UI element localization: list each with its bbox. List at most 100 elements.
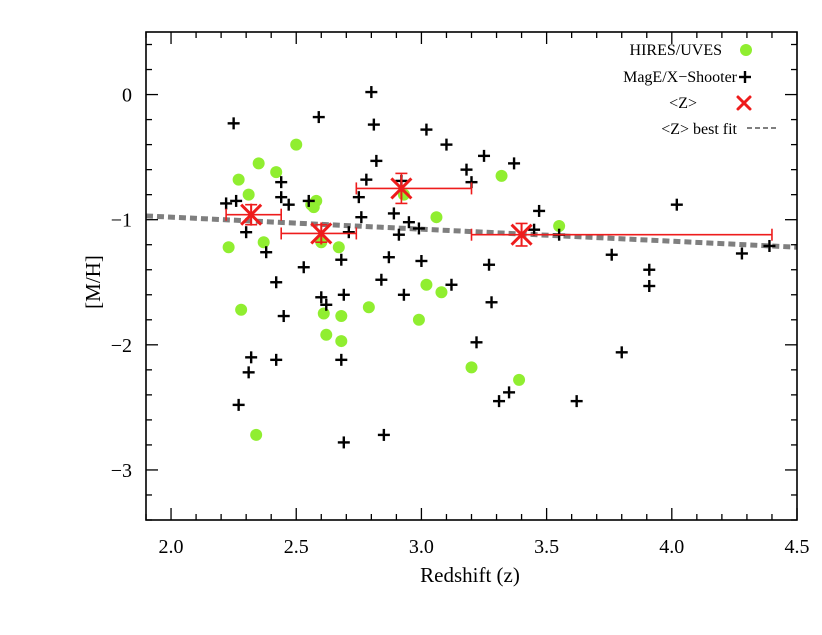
hires-point [465, 361, 478, 374]
mage-point [483, 258, 496, 271]
mage-point [375, 273, 388, 286]
mage-point [220, 197, 233, 210]
mage-point [570, 395, 583, 408]
legend-symbol-mage-xshooter [739, 71, 751, 83]
mage-point [260, 246, 273, 259]
hires-point [430, 211, 443, 224]
mage-point [605, 248, 618, 261]
x-tick-label: 4.5 [785, 536, 810, 558]
mage-point [352, 191, 365, 204]
mage-point [508, 157, 521, 170]
hires-point [242, 188, 255, 201]
x-axis-title: Redshift (z) [420, 563, 520, 587]
mage-point [367, 118, 380, 131]
hires-point [222, 241, 235, 254]
mage-point [392, 228, 405, 241]
hires-point [252, 157, 265, 170]
mage-point [245, 351, 258, 364]
mage-point [643, 263, 656, 276]
mean-z-point [225, 203, 283, 226]
legend-symbol-hires-uves [740, 44, 752, 56]
mage-point [445, 278, 458, 291]
mage-point [227, 117, 240, 130]
mage-point [528, 223, 541, 236]
mage-point [478, 149, 491, 162]
y-tick-label: 0 [122, 85, 132, 107]
hires-point [235, 303, 248, 316]
mage-point [397, 288, 410, 301]
hires-point [332, 241, 345, 254]
mage-point [485, 296, 498, 309]
y-tick-label: −1 [111, 210, 132, 232]
mage-point [382, 251, 395, 264]
x-tick-label: 3.5 [534, 536, 559, 558]
x-tick-label: 2.5 [284, 536, 309, 558]
hires-point [335, 310, 348, 323]
y-tick-label: −3 [111, 460, 132, 482]
mage-point [232, 398, 245, 411]
x-tick-label: 4.0 [659, 536, 684, 558]
hires-point [317, 307, 330, 320]
mage-point [615, 346, 628, 359]
mean-z-point [280, 222, 358, 245]
legend: HIRES/UVES MagE/X−Shooter <Z> <Z> best f… [623, 42, 777, 138]
mage-point [270, 276, 283, 289]
mage-point [377, 428, 390, 441]
mage-point [337, 436, 350, 449]
mage-point [415, 254, 428, 267]
mage-point [240, 226, 253, 239]
hires-point [495, 169, 508, 182]
hires-point [310, 194, 323, 207]
mage-point [242, 366, 255, 379]
hires-point [250, 428, 263, 441]
mage-point [365, 86, 378, 99]
hires-point [513, 373, 526, 386]
mage-point [315, 291, 328, 304]
mage-point [763, 239, 776, 252]
mage-point [275, 176, 288, 189]
x-tick-label: 2.0 [159, 536, 184, 558]
mage-point [335, 253, 348, 266]
mage-point [460, 163, 473, 176]
mage-point [387, 207, 400, 220]
mage-point [412, 222, 425, 235]
mage-point [270, 353, 283, 366]
mage-point [735, 247, 748, 260]
legend-label-mean-z: <Z> [669, 95, 697, 112]
mean-z-point [355, 172, 473, 205]
mage-point [275, 191, 288, 204]
mage-point [493, 395, 506, 408]
mage-point [370, 154, 383, 167]
hires-point [362, 301, 375, 314]
hires-point [270, 166, 283, 179]
points-layer [220, 86, 776, 449]
legend-label-mage-xshooter: MagE/X−Shooter [623, 69, 738, 86]
mage-point [320, 298, 333, 311]
mage-point [533, 204, 546, 217]
mage-point [312, 111, 325, 124]
mage-point [335, 353, 348, 366]
mage-point [420, 123, 433, 136]
legend-label-hires-uves: HIRES/UVES [630, 42, 722, 59]
mage-point [297, 261, 310, 274]
hires-point [335, 335, 348, 348]
hires-point [420, 278, 433, 291]
mean-z-point [470, 222, 773, 247]
hires-point [320, 328, 333, 341]
hires-point [553, 219, 566, 232]
mage-point [355, 211, 368, 224]
plot-frame [145, 31, 798, 521]
mage-point [342, 226, 355, 239]
hires-point [412, 313, 425, 326]
mage-point [302, 194, 315, 207]
mage-point [277, 310, 290, 323]
mage-point [230, 194, 243, 207]
hires-point [257, 236, 270, 249]
hires-point [232, 173, 245, 186]
mage-point [337, 288, 350, 301]
mage-point [470, 336, 483, 349]
legend-label-best-fit: <Z> best fit [661, 121, 737, 138]
x-tick-label: 3.0 [409, 536, 434, 558]
